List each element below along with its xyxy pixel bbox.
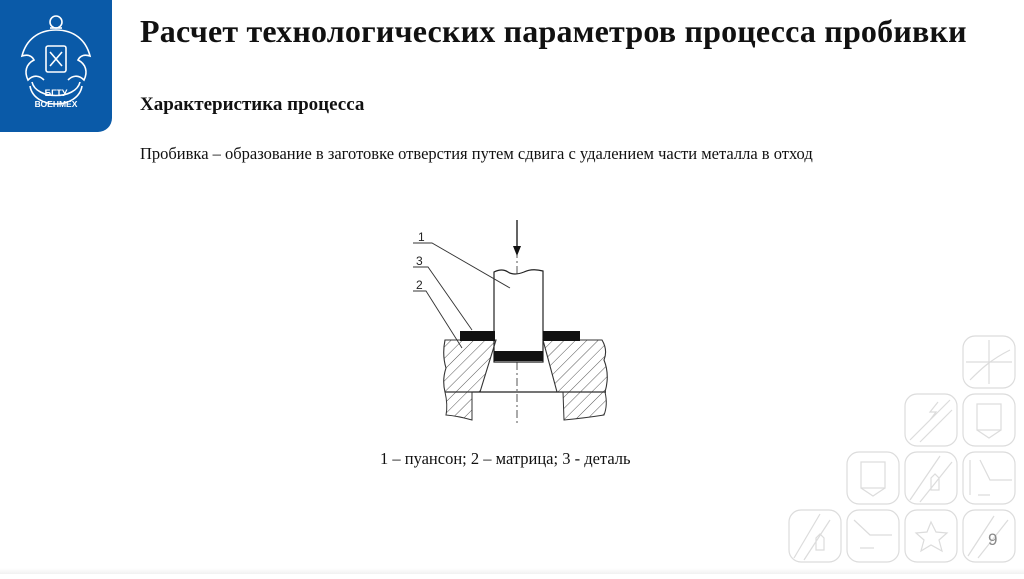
workpiece-part-3 — [460, 331, 580, 361]
punching-diagram: 1 3 2 — [400, 210, 620, 430]
university-logo: БГТУ ВОЕНМЕХ — [0, 0, 112, 132]
arrow-down-icon — [513, 220, 521, 256]
figure-caption: 1 – пуансон; 2 – матрица; 3 - деталь — [380, 449, 631, 468]
logo-text-voenmeh: ВОЕНМЕХ — [35, 99, 78, 109]
circuit-tiles-pattern-icon — [780, 330, 1024, 574]
logo-text-bgtu: БГТУ — [45, 88, 68, 98]
label-2: 2 — [416, 278, 423, 292]
university-crest-icon: БГТУ ВОЕНМЕХ — [20, 15, 92, 109]
slide-title: Расчет технологических параметров процес… — [140, 13, 967, 49]
punch-part-1 — [493, 269, 544, 363]
label-3: 3 — [416, 254, 423, 268]
slide-subtitle: Характеристика процесса — [140, 94, 365, 115]
definition-text: Пробивка – образование в заготовке отвер… — [140, 144, 813, 163]
die-part-2 — [443, 339, 608, 421]
bottom-shadow — [0, 568, 1024, 574]
page-number: 9 — [988, 530, 998, 549]
label-1: 1 — [418, 230, 425, 244]
